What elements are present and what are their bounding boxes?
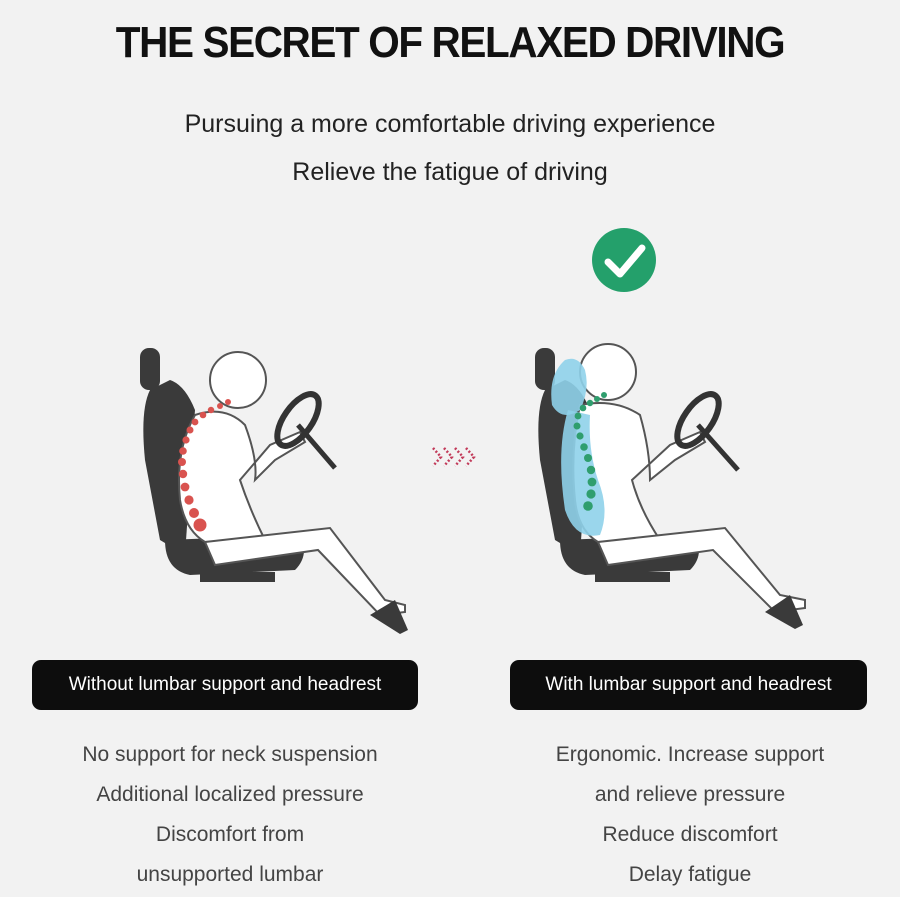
left-torso xyxy=(178,410,307,544)
description-line: unsupported lumbar xyxy=(136,863,324,886)
left-headrest xyxy=(140,348,160,390)
arrow-chevrons-icon xyxy=(432,447,476,467)
description-line: and relieve pressure xyxy=(594,783,786,806)
label-with-support: With lumbar support and headrest xyxy=(510,660,867,710)
right-head xyxy=(579,343,637,401)
right-spine xyxy=(573,392,607,511)
steering-wheel-icon xyxy=(274,391,337,470)
right-legs xyxy=(596,526,806,614)
check-badge-icon xyxy=(592,228,656,292)
driver-with-support xyxy=(535,343,806,629)
description-with-support: Ergonomic. Increase support and relieve … xyxy=(480,735,900,895)
lumbar-support-cushion xyxy=(561,410,605,536)
description-line: Ergonomic. Increase support xyxy=(555,743,825,766)
left-spine xyxy=(178,399,231,532)
comparison-illustration xyxy=(140,228,806,634)
description-line: Reduce discomfort xyxy=(602,823,778,846)
page-title: THE SECRET OF RELAXED DRIVING xyxy=(115,18,786,67)
description-line: Additional localized pressure xyxy=(96,783,364,806)
label-without-support: Without lumbar support and headrest xyxy=(32,660,418,710)
description-line: Discomfort from xyxy=(155,823,305,846)
left-head xyxy=(209,351,267,409)
right-headrest xyxy=(535,348,555,390)
subtitle-secondary: Relieve the fatigue of driving xyxy=(292,158,608,186)
steering-wheel-icon xyxy=(674,391,740,472)
description-without-support: No support for neck suspension Additiona… xyxy=(20,735,440,895)
left-legs xyxy=(203,526,406,617)
description-line: Delay fatigue xyxy=(628,863,752,886)
description-line: No support for neck suspension xyxy=(82,743,378,766)
neck-support-cushion xyxy=(551,358,587,415)
driver-without-support xyxy=(140,348,408,634)
subtitle-primary: Pursuing a more comfortable driving expe… xyxy=(184,110,716,138)
